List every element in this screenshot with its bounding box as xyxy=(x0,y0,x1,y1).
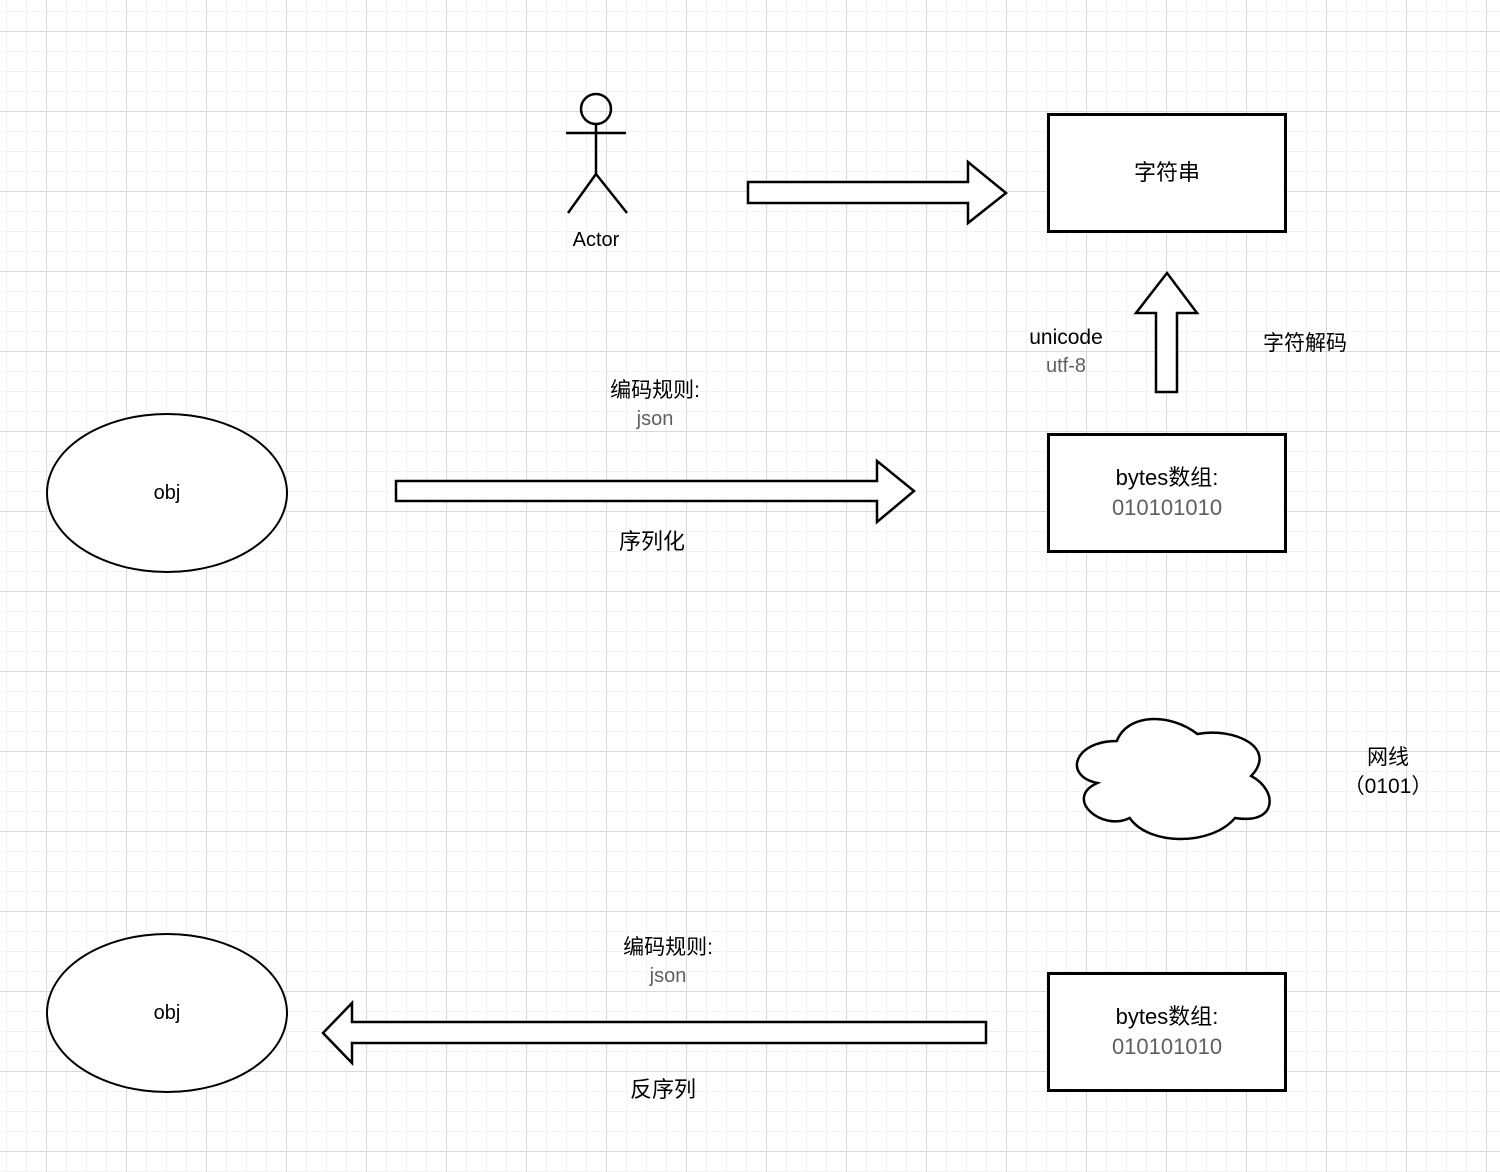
arrow-bytes-to-string-up[interactable] xyxy=(1133,270,1200,394)
unicode-label-line1: unicode xyxy=(1029,326,1103,349)
bytes-box-top[interactable]: bytes数组: 010101010 xyxy=(1047,433,1287,553)
encode-rule-top-label[interactable]: 编码规则: json xyxy=(555,377,755,433)
obj-ellipse-bottom-label: obj xyxy=(153,1001,181,1024)
string-box[interactable]: 字符串 xyxy=(1047,113,1287,233)
cloud-label[interactable]: 网线 （0101） xyxy=(1288,744,1488,802)
actor-left-leg xyxy=(566,173,598,214)
cloud-label-line2: （0101） xyxy=(1343,775,1433,798)
char-decode-label[interactable]: 字符解码 xyxy=(1263,332,1347,355)
arrow-bytes-to-obj[interactable] xyxy=(321,999,988,1067)
encode-rule-bottom-line2: json xyxy=(649,965,687,987)
encode-rule-bottom-line1: 编码规则: xyxy=(623,936,713,959)
unicode-label[interactable]: unicode utf-8 xyxy=(966,324,1166,380)
cloud-label-line1: 网线 xyxy=(1367,746,1409,769)
encode-rule-top-line1: 编码规则: xyxy=(610,379,700,402)
deserialize-label[interactable]: 反序列 xyxy=(629,1077,696,1102)
encode-rule-top-line2: json xyxy=(636,408,674,430)
actor-figure[interactable] xyxy=(566,92,628,214)
actor-right-leg xyxy=(595,173,628,214)
bytes-box-bottom[interactable]: bytes数组: 010101010 xyxy=(1047,972,1287,1092)
string-box-label: 字符串 xyxy=(1133,160,1200,185)
actor-head xyxy=(579,92,613,126)
serialize-label[interactable]: 序列化 xyxy=(618,529,685,554)
arrow-obj-to-bytes[interactable] xyxy=(394,458,916,525)
obj-ellipse-top[interactable]: obj xyxy=(46,413,288,573)
bytes-box-bottom-value: 010101010 xyxy=(1111,1034,1223,1059)
actor-label[interactable]: Actor xyxy=(572,229,620,251)
bytes-box-bottom-title: bytes数组: xyxy=(1115,1004,1219,1029)
obj-ellipse-bottom[interactable]: obj xyxy=(46,933,288,1093)
obj-ellipse-top-label: obj xyxy=(153,481,181,504)
arrow-actor-to-string[interactable] xyxy=(746,159,1008,226)
bytes-box-top-value: 010101010 xyxy=(1111,495,1223,520)
network-cloud[interactable] xyxy=(1075,717,1271,841)
bytes-box-top-title: bytes数组: xyxy=(1115,465,1219,490)
encode-rule-bottom-label[interactable]: 编码规则: json xyxy=(568,934,768,990)
unicode-label-line2: utf-8 xyxy=(1045,355,1087,377)
